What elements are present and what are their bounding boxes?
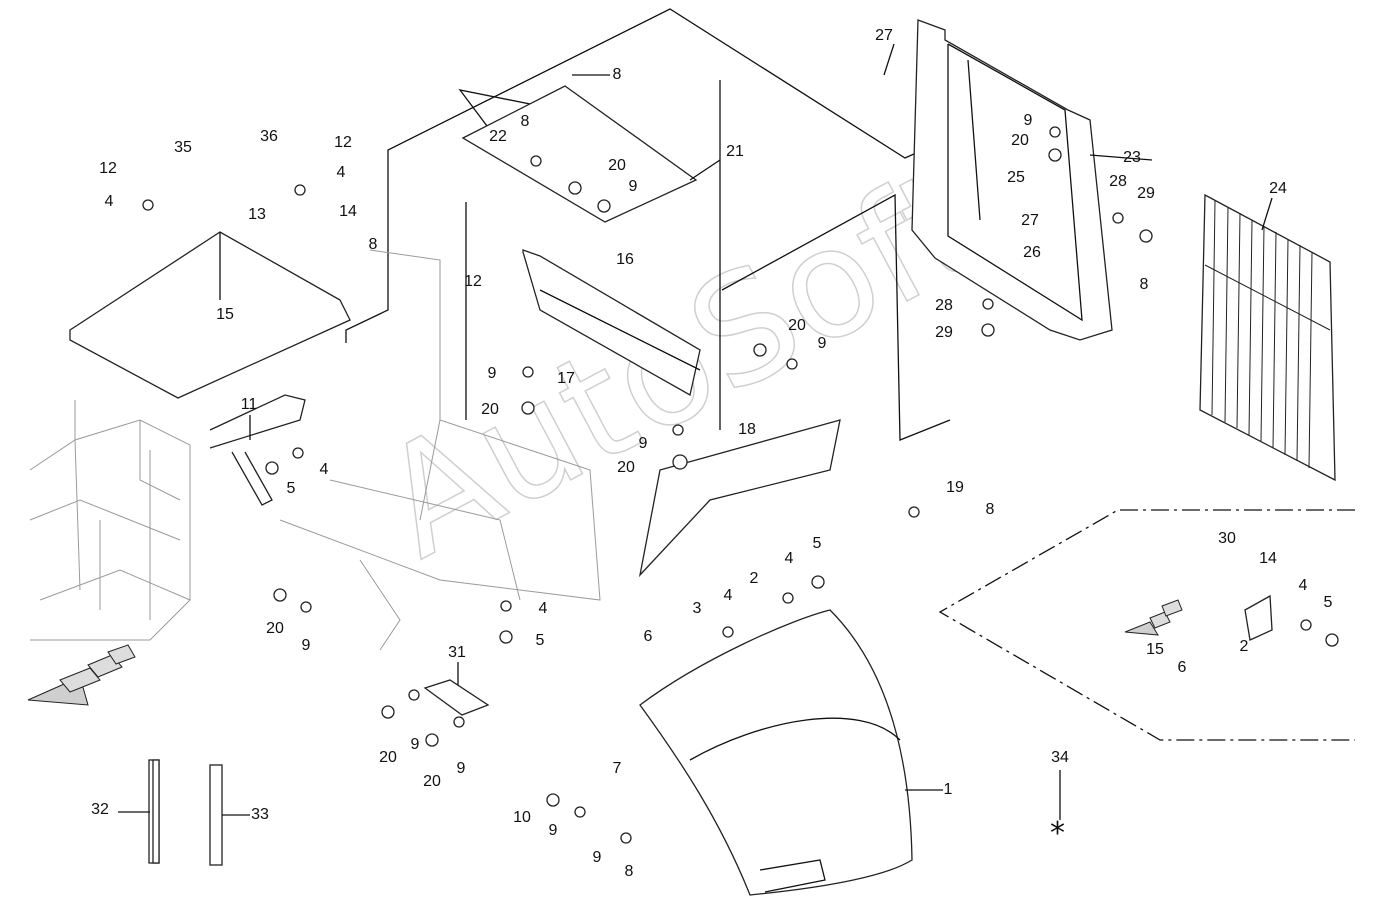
callout-5c: 5 (1324, 594, 1333, 611)
grille-24 (1199, 193, 1336, 482)
callout-6a: 6 (644, 628, 653, 645)
callout-14a: 14 (339, 203, 357, 220)
callout-23: 23 (1123, 149, 1141, 166)
detail-box (938, 509, 1355, 741)
callout-8b: 8 (521, 113, 530, 130)
callout-9c: 9 (818, 335, 827, 352)
callout-14b: 14 (1259, 550, 1277, 567)
callout-8d: 8 (1140, 276, 1149, 293)
callout-20b: 20 (1011, 132, 1029, 149)
callout-9b: 9 (629, 178, 638, 195)
callout-13: 13 (248, 206, 266, 223)
callout-7: 7 (613, 760, 622, 777)
callout-9j: 9 (593, 849, 602, 866)
callout-4e: 4 (1299, 577, 1308, 594)
callout-5d: 5 (536, 632, 545, 649)
callout-4c: 4 (320, 461, 329, 478)
callout-31: 31 (448, 644, 466, 661)
frame-structure (29, 249, 601, 651)
callout-24: 24 (1269, 180, 1287, 197)
callout-5b: 5 (813, 535, 822, 552)
callout-19: 19 (946, 479, 964, 496)
door-frame-23 (911, 19, 1113, 341)
callout-1: 1 (944, 781, 953, 798)
callout-6b: 6 (1178, 659, 1187, 676)
panel-13 (69, 231, 351, 399)
callout-2b: 2 (1240, 638, 1249, 655)
callout-9g: 9 (411, 736, 420, 753)
callout-12b: 12 (99, 160, 117, 177)
callout-29b: 29 (935, 324, 953, 341)
callout-25: 25 (1007, 169, 1025, 186)
callout-9i: 9 (549, 822, 558, 839)
callout-5a: 5 (287, 480, 296, 497)
callout-17: 17 (557, 370, 575, 387)
callout-20d: 20 (481, 401, 499, 418)
callout-12a: 12 (334, 134, 352, 151)
callout-27b: 27 (1021, 212, 1039, 229)
callout-28a: 28 (1109, 173, 1127, 190)
plate-31 (423, 679, 490, 716)
asterisk-34: * (1050, 816, 1065, 851)
leader-lines (118, 43, 1273, 820)
callout-16: 16 (616, 251, 634, 268)
assembly-outline (345, 8, 951, 441)
callout-12c: 12 (464, 273, 482, 290)
callout-34: 34 (1051, 749, 1069, 766)
callout-20g: 20 (379, 749, 397, 766)
callout-27a: 27 (875, 27, 893, 44)
seal-32 (148, 759, 160, 864)
callout-4b: 4 (105, 193, 114, 210)
callout-8a: 8 (613, 66, 622, 83)
callout-8e: 8 (986, 501, 995, 518)
callout-20h: 20 (423, 773, 441, 790)
callout-2a: 2 (750, 570, 759, 587)
strip-16 (522, 249, 701, 396)
callout-9d: 9 (488, 365, 497, 382)
hood-1 (639, 609, 913, 896)
callout-22: 22 (489, 128, 507, 145)
callout-26: 26 (1023, 244, 1041, 261)
bracket-11 (209, 394, 306, 506)
callout-10: 10 (513, 809, 531, 826)
callout-4d: 4 (785, 550, 794, 567)
callout-3: 3 (693, 600, 702, 617)
callout-35: 35 (174, 139, 192, 156)
direction-arrow-left (27, 644, 136, 706)
callout-4a: 4 (337, 164, 346, 181)
callout-20c: 20 (788, 317, 806, 334)
shield-18 (638, 419, 841, 578)
callout-9e: 9 (639, 435, 648, 452)
callout-20a: 20 (608, 157, 626, 174)
callout-28b: 28 (935, 297, 953, 314)
callout-21: 21 (726, 143, 744, 160)
callout-15a: 15 (216, 306, 234, 323)
callout-9a: 9 (1024, 112, 1033, 129)
callout-18: 18 (738, 421, 756, 438)
callout-4g: 4 (724, 587, 733, 604)
callout-33: 33 (251, 806, 269, 823)
callout-9f: 9 (302, 637, 311, 654)
top-cover-21 (461, 85, 698, 223)
callout-32: 32 (91, 801, 109, 818)
callout-20e: 20 (617, 459, 635, 476)
callout-15b: 15 (1146, 641, 1164, 658)
callout-4f: 4 (539, 600, 548, 617)
callout-30: 30 (1218, 530, 1236, 547)
callout-20f: 20 (266, 620, 284, 637)
callout-29a: 29 (1137, 185, 1155, 202)
callout-9h: 9 (457, 760, 466, 777)
callout-8f: 8 (625, 863, 634, 880)
fasteners (142, 126, 1339, 844)
callout-36: 36 (260, 128, 278, 145)
callout-8c: 8 (369, 236, 378, 253)
seal-33 (209, 764, 223, 866)
callout-11: 11 (241, 396, 258, 413)
